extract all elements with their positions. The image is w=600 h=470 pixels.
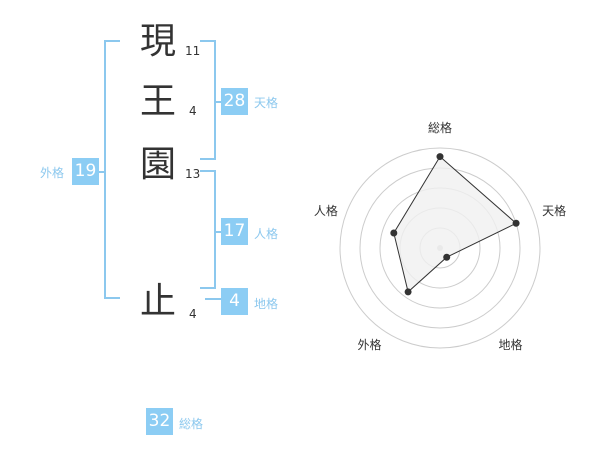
soukaku-label: 総格 <box>179 417 204 431</box>
tenkaku-bracket <box>200 40 216 160</box>
radar-axis-label: 天格 <box>542 203 566 218</box>
name-char-4: 止 <box>139 281 176 322</box>
tenkaku-label: 天格 <box>254 96 279 110</box>
radar-axis-label: 人格 <box>314 203 338 218</box>
stroke-count-4: 4 <box>189 307 197 321</box>
jinkaku-score: 17 <box>221 218 248 245</box>
radar-axis-label: 地格 <box>498 337 522 352</box>
radar-axis-label: 総格 <box>428 120 452 135</box>
name-char-2: 王 <box>139 81 176 122</box>
chikaku-bracket-stub <box>205 298 222 300</box>
gaikaku-bracket <box>104 40 120 299</box>
radar-axis-label: 外格 <box>357 337 381 352</box>
jinkaku-label: 人格 <box>254 227 279 241</box>
radar-ring <box>339 147 541 349</box>
jinkaku-bracket <box>200 170 216 289</box>
radar-point <box>390 229 398 237</box>
name-char-3: 園 <box>139 144 176 185</box>
stroke-count-1: 11 <box>185 44 201 58</box>
stroke-count-2: 4 <box>189 104 197 118</box>
radar-point <box>404 288 412 296</box>
chikaku-label: 地格 <box>254 297 279 311</box>
gaikaku-score: 19 <box>72 158 99 185</box>
tenkaku-bracket-stub <box>214 101 222 103</box>
name-char-1: 現 <box>139 21 176 62</box>
radar-point <box>443 253 451 261</box>
radar-point <box>436 153 444 161</box>
chikaku-score: 4 <box>221 288 248 315</box>
tenkaku-score: 28 <box>221 88 248 115</box>
gaikaku-label: 外格 <box>40 166 65 180</box>
stroke-count-3: 13 <box>185 167 201 181</box>
gaikaku-bracket-stub <box>98 171 106 173</box>
jinkaku-bracket-stub <box>214 231 222 233</box>
radar-point <box>512 219 520 227</box>
radar-series-area <box>393 155 517 293</box>
soukaku-score: 32 <box>146 408 173 435</box>
